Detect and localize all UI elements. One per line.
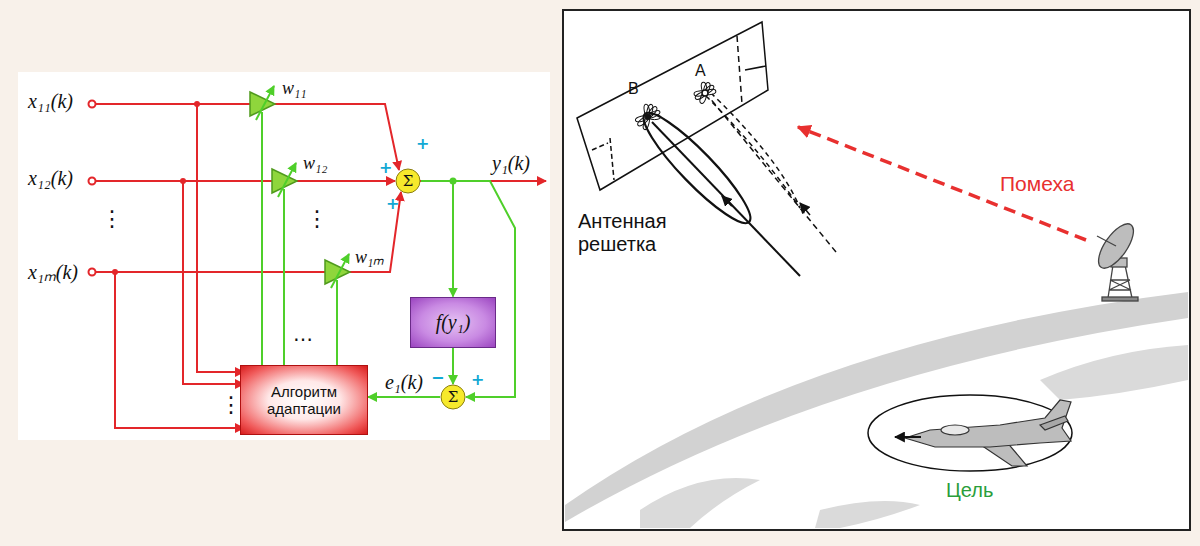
side-lobe xyxy=(635,82,717,131)
adjust-arrow xyxy=(331,254,349,288)
jammer-radar xyxy=(1092,218,1140,301)
amplifier-triangle xyxy=(272,169,297,193)
input-wire xyxy=(197,104,244,372)
input-wire xyxy=(350,192,401,272)
weight-control-line xyxy=(283,189,285,365)
amplifier-triangle xyxy=(325,260,350,284)
amplifier-triangle xyxy=(250,92,275,116)
sign: + xyxy=(386,194,399,213)
junction-dot xyxy=(112,269,118,275)
input-terminal xyxy=(89,101,96,276)
junction-dot xyxy=(194,101,200,107)
terrain-patch xyxy=(640,345,1188,528)
earth-surface xyxy=(565,292,1188,528)
weight-control-line xyxy=(261,112,263,365)
ellipsis: ⋮ xyxy=(101,206,123,231)
adjust-arrow xyxy=(256,86,349,288)
antenna-array xyxy=(610,138,614,180)
input-terminal xyxy=(89,101,96,108)
target-label: Цель xyxy=(946,479,993,502)
node-text: Σ xyxy=(448,388,459,406)
ellipsis: ⋮ xyxy=(306,206,328,231)
adjust-arrow xyxy=(256,86,274,120)
adjust-arrow xyxy=(278,163,296,197)
aircraft xyxy=(1040,416,1068,430)
signal-connector xyxy=(452,348,454,385)
input-wire xyxy=(183,181,244,384)
ellipsis: ⋮ xyxy=(220,392,242,417)
input-wire xyxy=(95,103,250,105)
interference-label: Помеха xyxy=(1000,172,1074,196)
sign: − xyxy=(431,368,444,387)
weight-control-line xyxy=(336,280,338,365)
input-signal: x₁ₘ(k) xyxy=(28,258,78,285)
signal-ray xyxy=(652,122,800,276)
ellipsis: … xyxy=(293,322,313,346)
jamming-beam xyxy=(798,127,1086,240)
dashed-ray xyxy=(709,97,836,252)
summing-junction: Σ xyxy=(395,168,421,194)
left-panel xyxy=(18,72,550,440)
junction-circle xyxy=(396,169,420,193)
input-wire xyxy=(95,271,325,273)
aircraft xyxy=(905,400,1071,447)
input-terminal xyxy=(89,178,96,185)
amplifier-triangle xyxy=(250,92,350,284)
earth-ground xyxy=(565,318,1188,528)
signal-ray xyxy=(722,196,732,206)
signal-connector xyxy=(421,181,453,297)
junction-dot xyxy=(180,178,186,184)
terrain-patch xyxy=(1040,345,1188,400)
right-panel xyxy=(563,10,1190,530)
jammer-radar xyxy=(1092,218,1140,273)
output-signal: y₁(k) xyxy=(492,152,530,175)
weight-control-line xyxy=(262,112,337,365)
aircraft xyxy=(941,425,969,435)
element-point xyxy=(702,90,708,96)
target-zone xyxy=(868,395,1072,471)
jammer-radar xyxy=(1102,297,1138,301)
element-point xyxy=(645,114,651,120)
aircraft xyxy=(905,400,1071,466)
junction-circle xyxy=(441,385,465,409)
node-text: Σ xyxy=(403,172,414,190)
summing-junction: Σ xyxy=(440,384,466,410)
input-wire xyxy=(297,180,395,182)
signal-connector xyxy=(421,181,515,397)
input-signal: x₁₂(k) xyxy=(28,167,73,190)
error-signal: e₁(k) xyxy=(383,371,425,394)
input-terminal xyxy=(89,269,96,276)
sign: + xyxy=(471,370,484,389)
jammer-radar xyxy=(1108,265,1132,298)
adaptation-algorithm-box: Алгоритм адаптации xyxy=(240,365,368,435)
nonlinear-function-box: f(y₁) xyxy=(410,297,496,348)
motion-arrow xyxy=(895,436,921,438)
weight-label: w₁₂ xyxy=(303,153,328,174)
sign: + xyxy=(379,158,392,177)
terrain-patch xyxy=(640,478,760,528)
antenna-array xyxy=(592,143,608,150)
dashed-ray xyxy=(800,203,810,215)
element-label: B xyxy=(628,80,639,98)
input-signal: x₁₁(k) xyxy=(28,90,73,113)
antenna-array xyxy=(737,36,742,104)
terrain-patch xyxy=(815,501,920,528)
jammer-radar xyxy=(1097,236,1116,246)
input-wire xyxy=(115,272,244,428)
weight-label: w₁ₘ xyxy=(355,244,384,268)
node-text: f(y₁) xyxy=(436,311,471,334)
sign: + xyxy=(416,134,429,153)
antenna-array xyxy=(745,66,766,70)
node-text: Алгоритм адаптации xyxy=(250,383,358,417)
signal-connector xyxy=(368,396,440,398)
junction-dot xyxy=(112,101,200,275)
weight-label: w₁₁ xyxy=(282,78,307,99)
element-label: A xyxy=(695,62,706,80)
array-caption: Антенная решетка xyxy=(578,210,700,256)
